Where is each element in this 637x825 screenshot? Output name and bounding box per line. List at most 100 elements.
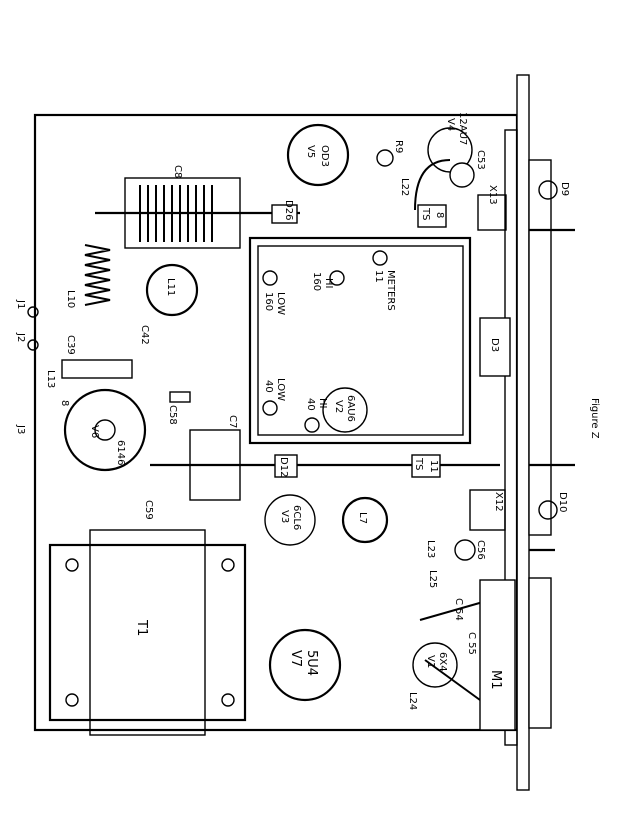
label-c8: C8 [172, 165, 183, 178]
label-j3: J3 [15, 424, 26, 434]
label-l7: L7 [357, 512, 368, 524]
label-ts11: TS [413, 457, 424, 470]
label-l10: L10 [65, 290, 76, 308]
label-c58: C58 [167, 405, 178, 425]
label-v3: V3 [279, 510, 290, 523]
figure-caption: Figure Z [589, 398, 600, 439]
label-v2: V2 [333, 400, 344, 413]
label-c55: C 55 [466, 632, 477, 655]
label-c54: C 54 [453, 598, 464, 621]
label-160-low: LOW [275, 292, 286, 315]
label-v6-type: 6146 [115, 440, 126, 465]
panel-bracket [504, 129, 518, 746]
j2-jack [27, 339, 39, 351]
label-c56: C56 [475, 540, 486, 560]
label-40-hi: HI [317, 398, 328, 408]
label-v5-type: OD3 [319, 145, 330, 167]
label-x13: X13 [487, 185, 498, 205]
d12-terminal [274, 454, 298, 478]
label-v6: V6 [89, 425, 100, 438]
label-160-hi-num: 160 [311, 272, 322, 291]
label-d9: D9 [559, 182, 570, 196]
d9-dial [538, 180, 558, 200]
label-d3: D3 [489, 338, 500, 352]
label-l22: L22 [399, 178, 410, 196]
label-c42: C42 [139, 325, 150, 345]
label-v2-type: 6AU6 [345, 395, 356, 422]
label-l24: L24 [407, 692, 418, 710]
label-8: 8 [59, 400, 70, 406]
v7-tube [268, 628, 342, 702]
l10-coil [84, 244, 111, 306]
label-v4: V4 [445, 118, 456, 131]
11-meters-adjust [372, 250, 388, 266]
label-c53: C53 [475, 150, 486, 170]
l7-coil [341, 496, 389, 544]
label-40-low-num: 40 [263, 380, 274, 393]
40-low-adjust [262, 400, 278, 416]
meter-housing [528, 577, 552, 729]
v6-cap [94, 419, 116, 441]
label-d26: D26 [283, 200, 294, 220]
c53-capacitor [449, 162, 475, 188]
label-c59: C59 [143, 500, 154, 520]
d10-dial [538, 500, 558, 520]
l22-coil [414, 159, 451, 211]
label-d12: D12 [278, 457, 289, 477]
label-v1: V1 [425, 655, 436, 668]
label-v5: V5 [305, 145, 316, 158]
label-d10: D10 [557, 492, 568, 512]
label-l11: L11 [165, 278, 176, 296]
l11-coil [145, 263, 199, 317]
c8-coil [95, 177, 300, 249]
dial-housing [528, 159, 552, 536]
label-m1: M1 [488, 670, 503, 690]
v6-tube [63, 388, 147, 472]
label-v1-type: 6X4 [437, 652, 448, 672]
t1-transformer [48, 529, 247, 736]
label-11: 11 [373, 270, 384, 283]
label-j2: J2 [15, 332, 26, 342]
r9-resistor [376, 149, 394, 167]
v2-tube [322, 387, 368, 433]
x13-socket [477, 194, 507, 231]
front-panel [516, 74, 530, 791]
label-ts11-num: 11 [428, 460, 439, 473]
c56-capacitor [454, 539, 476, 561]
label-meters: METERS [385, 270, 396, 311]
j1-jack [27, 306, 39, 318]
ts11-terminal [411, 454, 441, 478]
tuning-shield [248, 236, 472, 445]
160-hi-adjust [329, 270, 345, 286]
label-r9: R9 [393, 140, 404, 153]
label-c39: C39 [65, 335, 76, 355]
40-hi-adjust [304, 417, 320, 433]
160-low-adjust [262, 270, 278, 286]
l13-coil [61, 359, 133, 379]
label-l25: L25 [427, 570, 438, 588]
label-x12: X12 [493, 492, 504, 512]
v3-tube [264, 494, 316, 546]
label-l13: L13 [45, 370, 56, 388]
label-v7-type: 5U4 [304, 650, 319, 676]
v5-tube [286, 123, 350, 187]
label-160-low-num: 160 [263, 292, 274, 311]
d3-dial [479, 317, 511, 377]
label-160-hi: HI [323, 278, 334, 288]
label-c7: C7 [227, 415, 238, 428]
shield-inner [257, 245, 464, 436]
v1-tube [412, 642, 458, 688]
d26-terminal [271, 204, 298, 224]
label-v3-type: 6CL6 [291, 505, 302, 530]
label-l23: L23 [425, 540, 436, 558]
ts8-terminal [417, 204, 447, 228]
label-ts8: TS [420, 207, 431, 220]
label-40-low: LOW [275, 378, 286, 401]
l25-coil [419, 599, 491, 621]
c7-coil [150, 429, 500, 501]
label-40-hi-num: 40 [305, 398, 316, 411]
l24-coil [424, 659, 481, 701]
label-v4-type: 12AU7 [457, 112, 468, 145]
label-v7: V7 [288, 650, 303, 667]
